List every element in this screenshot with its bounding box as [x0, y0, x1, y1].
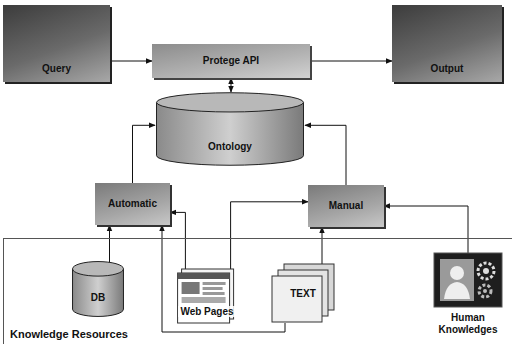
query-box: Query	[3, 5, 110, 82]
connector-arrow	[305, 125, 346, 185]
node-label: Ontology	[208, 141, 252, 153]
cylinder-shape	[72, 261, 124, 317]
connector-arrow	[110, 61, 152, 62]
node-label: Automatic	[108, 198, 157, 210]
database-cylinder: DB	[72, 261, 124, 317]
node-label: Protege API	[203, 55, 259, 67]
connector-arrow	[170, 212, 185, 271]
connector-arrow	[322, 227, 323, 265]
text-documents-node: TEXT	[270, 263, 336, 325]
connector-arrow	[231, 78, 232, 92]
cylinder-shape	[155, 92, 305, 166]
connector-arrow	[109, 225, 110, 268]
node-label: Query	[42, 63, 71, 75]
web-pages-node: Web Pages	[173, 267, 240, 327]
connector-arrow	[133, 125, 156, 183]
connector-arrow	[231, 202, 308, 271]
api-box: Protege API	[152, 44, 310, 78]
node-label: Manual	[329, 200, 363, 212]
connector-arrow	[310, 61, 392, 62]
ontology-cylinder: Ontology	[155, 92, 305, 166]
process-box: Manual	[308, 185, 384, 227]
web-page-icon	[173, 267, 240, 327]
node-label: Knowledge Resources	[10, 328, 128, 341]
connector-arrow	[162, 225, 285, 332]
node-label: Human Knowledges	[430, 312, 506, 335]
node-label: Output	[431, 63, 464, 75]
connector-arrow	[384, 206, 468, 253]
node-label: TEXT	[290, 288, 316, 300]
process-box: Automatic	[95, 183, 170, 225]
resource-panel: Knowledge Resources DB Web Pages TEXT Human …	[3, 238, 512, 344]
node-label: Web Pages	[178, 306, 235, 318]
node-label: DB	[91, 292, 105, 304]
human-knowledge-node: Human Knowledges	[430, 251, 506, 335]
output-box: Output	[392, 5, 502, 82]
